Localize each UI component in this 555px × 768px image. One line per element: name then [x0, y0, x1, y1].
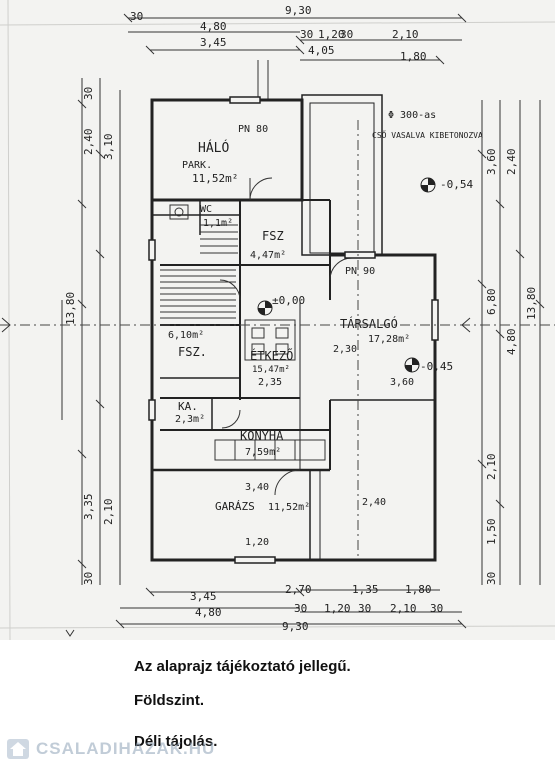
room-konyha: KONYHA	[240, 429, 284, 443]
windows	[148, 96, 439, 564]
room-ka-area: 2,3m²	[175, 414, 205, 425]
dim-bottom-9: 30	[430, 602, 443, 615]
room-etkezo: ÉTKEZŐ	[250, 348, 293, 363]
dim-top-8: 4,05	[308, 44, 335, 57]
room-tarsalgo: TÁRSALGÓ	[340, 316, 398, 331]
measure-120: 1,20	[245, 537, 269, 548]
level-minus-045: -0,45	[420, 360, 453, 373]
measure-235: 2,35	[258, 377, 282, 388]
dimension-lines	[61, 17, 541, 625]
dim-bottom-4: 4,80	[195, 606, 222, 619]
watermark: CSALADIHAZAK.HU	[6, 736, 215, 762]
room-konyha-area: 7,59m²	[245, 447, 281, 458]
dim-left-3: 13,80	[64, 292, 77, 325]
dim-right-4: 4,80	[505, 329, 518, 356]
caption-orientation: Déli tájolás.	[134, 733, 218, 750]
dim-top-9: 1,80	[400, 50, 427, 63]
dimension-ticks	[77, 13, 545, 629]
room-fsz-top-area: 4,47m²	[250, 250, 286, 261]
caption-floor: Földszint.	[134, 692, 204, 709]
room-halo-parketta: PARK.	[182, 160, 212, 171]
dim-bottom-2: 1,35	[352, 583, 379, 596]
measure-360: 3,60	[390, 377, 414, 388]
room-garazs-area: 11,52m²	[268, 502, 310, 513]
dim-top-4: 1,20	[318, 28, 345, 41]
level-zero: ±0,00	[272, 294, 305, 307]
dim-bottom-3: 1,80	[405, 583, 432, 596]
room-fsz-top: FSZ	[262, 229, 284, 243]
note-pillar-detail: CSŐ VASALVA KIBETONOZVA	[372, 130, 483, 140]
room-etkezo-area: 15,47m²	[252, 365, 290, 375]
room-fsz-left: FSZ.	[178, 345, 207, 359]
note-pillar: Φ 300-as	[388, 110, 436, 121]
floor-plan: 9,30 4,80 3,45 30 1,20 30 2,10 30 4,05 1…	[0, 0, 555, 640]
dim-top-7: 30	[300, 28, 313, 41]
house-logo-icon	[7, 739, 29, 759]
room-labels: PN 80 HÁLÓ PARK. 11,52m² WC 1,1m² FSZ 4,…	[168, 124, 410, 513]
dim-left-1: 2,40	[82, 129, 95, 156]
dim-bottom-5: 30	[294, 602, 307, 615]
measure-340: 3,40	[245, 482, 269, 493]
dim-top-5: 30	[340, 28, 353, 41]
dim-right-6: 1,50	[485, 519, 498, 546]
measure-230: 2,30	[333, 344, 357, 355]
dim-bottom-1: 2,70	[285, 583, 312, 596]
caption-informative: Az alaprajz tájékoztató jellegű.	[134, 658, 351, 675]
dim-top-2: 3,45	[200, 36, 227, 49]
room-wc: WC	[200, 204, 212, 215]
stairs	[160, 224, 238, 319]
dim-right-3: 13,80	[525, 287, 538, 320]
level-minus-054: -0,54	[440, 178, 473, 191]
level-markers	[257, 177, 436, 373]
dim-bottom-10: 9,30	[282, 620, 309, 633]
dim-right-5: 2,10	[485, 454, 498, 481]
dim-right-0: 3,60	[485, 149, 498, 176]
room-halo-pn: PN 80	[238, 124, 268, 135]
dim-left-5: 2,10	[102, 499, 115, 526]
dim-top-0: 9,30	[285, 4, 312, 17]
room-ka: KA.	[178, 400, 198, 413]
room-garazs: GARÁZS	[215, 500, 255, 513]
walls	[150, 94, 437, 562]
dim-right-7: 30	[485, 572, 498, 585]
room-fsz-left-area: 6,10m²	[168, 330, 204, 341]
dim-top-6: 2,10	[392, 28, 419, 41]
paper-lines	[0, 0, 555, 640]
section-arrows	[1, 317, 471, 637]
dim-right-2: 6,80	[485, 289, 498, 316]
left-dimensions: 30 2,40 3,10 13,80 3,35 2,10 30	[64, 87, 115, 585]
dim-left-6: 30	[82, 572, 95, 585]
right-dimensions: 3,60 2,40 6,80 13,80 4,80 2,10 1,50 30	[485, 149, 538, 586]
dim-top-3: 30	[130, 10, 143, 23]
dim-right-1: 2,40	[505, 149, 518, 176]
dim-left-4: 3,35	[82, 494, 95, 521]
measure-240: 2,40	[362, 497, 386, 508]
dim-bottom-7: 30	[358, 602, 371, 615]
room-tarsalgo-pn: PN 90	[345, 266, 375, 277]
room-tarsalgo-area: 17,28m²	[368, 334, 410, 345]
room-halo-area: 11,52m²	[192, 172, 238, 185]
watermark-text: CSALADIHAZAK.HU	[36, 739, 216, 758]
dim-left-2: 3,10	[102, 134, 115, 161]
bottom-dimensions: 3,45 2,70 1,35 1,80 4,80 30 1,20 30 2,10…	[190, 583, 443, 633]
plan-notes: Φ 300-as CSŐ VASALVA KIBETONOZVA -0,54 ±…	[245, 110, 483, 548]
room-halo: HÁLÓ	[198, 140, 229, 156]
room-wc-area: 1,1m²	[203, 218, 233, 229]
dim-bottom-8: 2,10	[390, 602, 417, 615]
top-dimensions: 9,30 4,80 3,45 30 1,20 30 2,10 30 4,05 1…	[130, 4, 427, 63]
dim-top-1: 4,80	[200, 20, 227, 33]
dim-bottom-6: 1,20	[324, 602, 351, 615]
furniture	[169, 204, 326, 461]
dim-bottom-0: 3,45	[190, 590, 217, 603]
dim-left-0: 30	[82, 87, 95, 100]
